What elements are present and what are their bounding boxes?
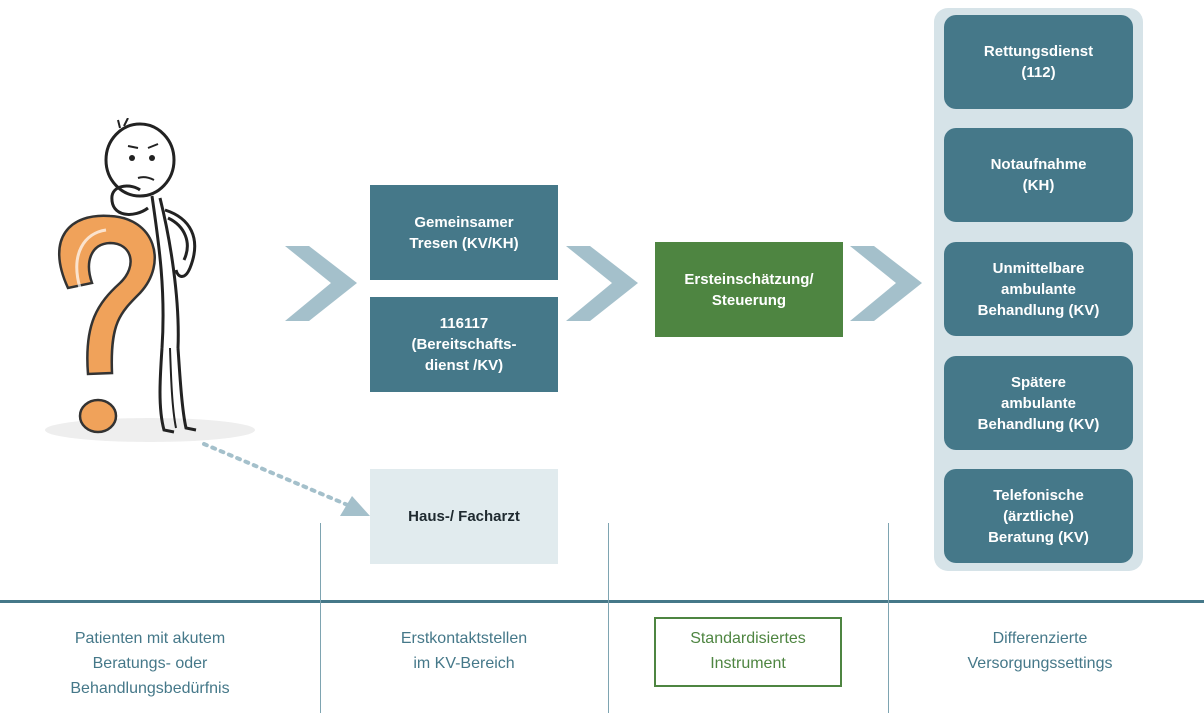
common-desk-box: Gemeinsamer Tresen (KV/KH)	[370, 185, 558, 280]
care-setting-box: Unmittelbare ambulante Behandlung (KV)	[944, 242, 1133, 336]
caption-patients: Patienten mit akutem Beratungs- oder Beh…	[70, 630, 230, 697]
chevron-right-icon	[850, 246, 922, 321]
chevron-right-icon	[285, 246, 357, 321]
confused-person-icon	[45, 118, 255, 442]
head-icon	[104, 122, 176, 198]
timeline-axis	[0, 600, 1204, 603]
care-setting-box: Spätere ambulante Behandlung (KV)	[944, 356, 1133, 450]
caption-standard-instrument: Standardisiertes Instrument	[690, 630, 806, 672]
caption-care-settings: Differenzierte Versorgungssettings	[967, 630, 1113, 672]
assessment-box: Ersteinschätzung/ Steuerung	[655, 242, 843, 337]
question-dot-icon	[78, 398, 118, 434]
column-divider	[320, 523, 321, 713]
care-setting-box: Rettungsdienst (112)	[944, 15, 1133, 109]
dotted-arrow-icon	[202, 442, 370, 516]
chevron-right-icon	[566, 246, 638, 321]
care-setting-box: Telefonische (ärztliche) Beratung (KV)	[944, 469, 1133, 563]
question-mark-icon	[57, 214, 156, 376]
floor-shadow	[45, 418, 255, 442]
column-divider	[608, 523, 609, 713]
caption-first-contact: Erstkontaktstellen im KV-Bereich	[400, 630, 528, 672]
standard-instrument-frame	[654, 617, 842, 687]
care-setting-box: Notaufnahme (KH)	[944, 128, 1133, 222]
on-call-service-box: 116117 (Bereitschafts- dienst /KV)	[370, 297, 558, 392]
gp-specialist-box: Haus-/ Facharzt	[370, 469, 558, 564]
column-divider	[888, 523, 889, 713]
